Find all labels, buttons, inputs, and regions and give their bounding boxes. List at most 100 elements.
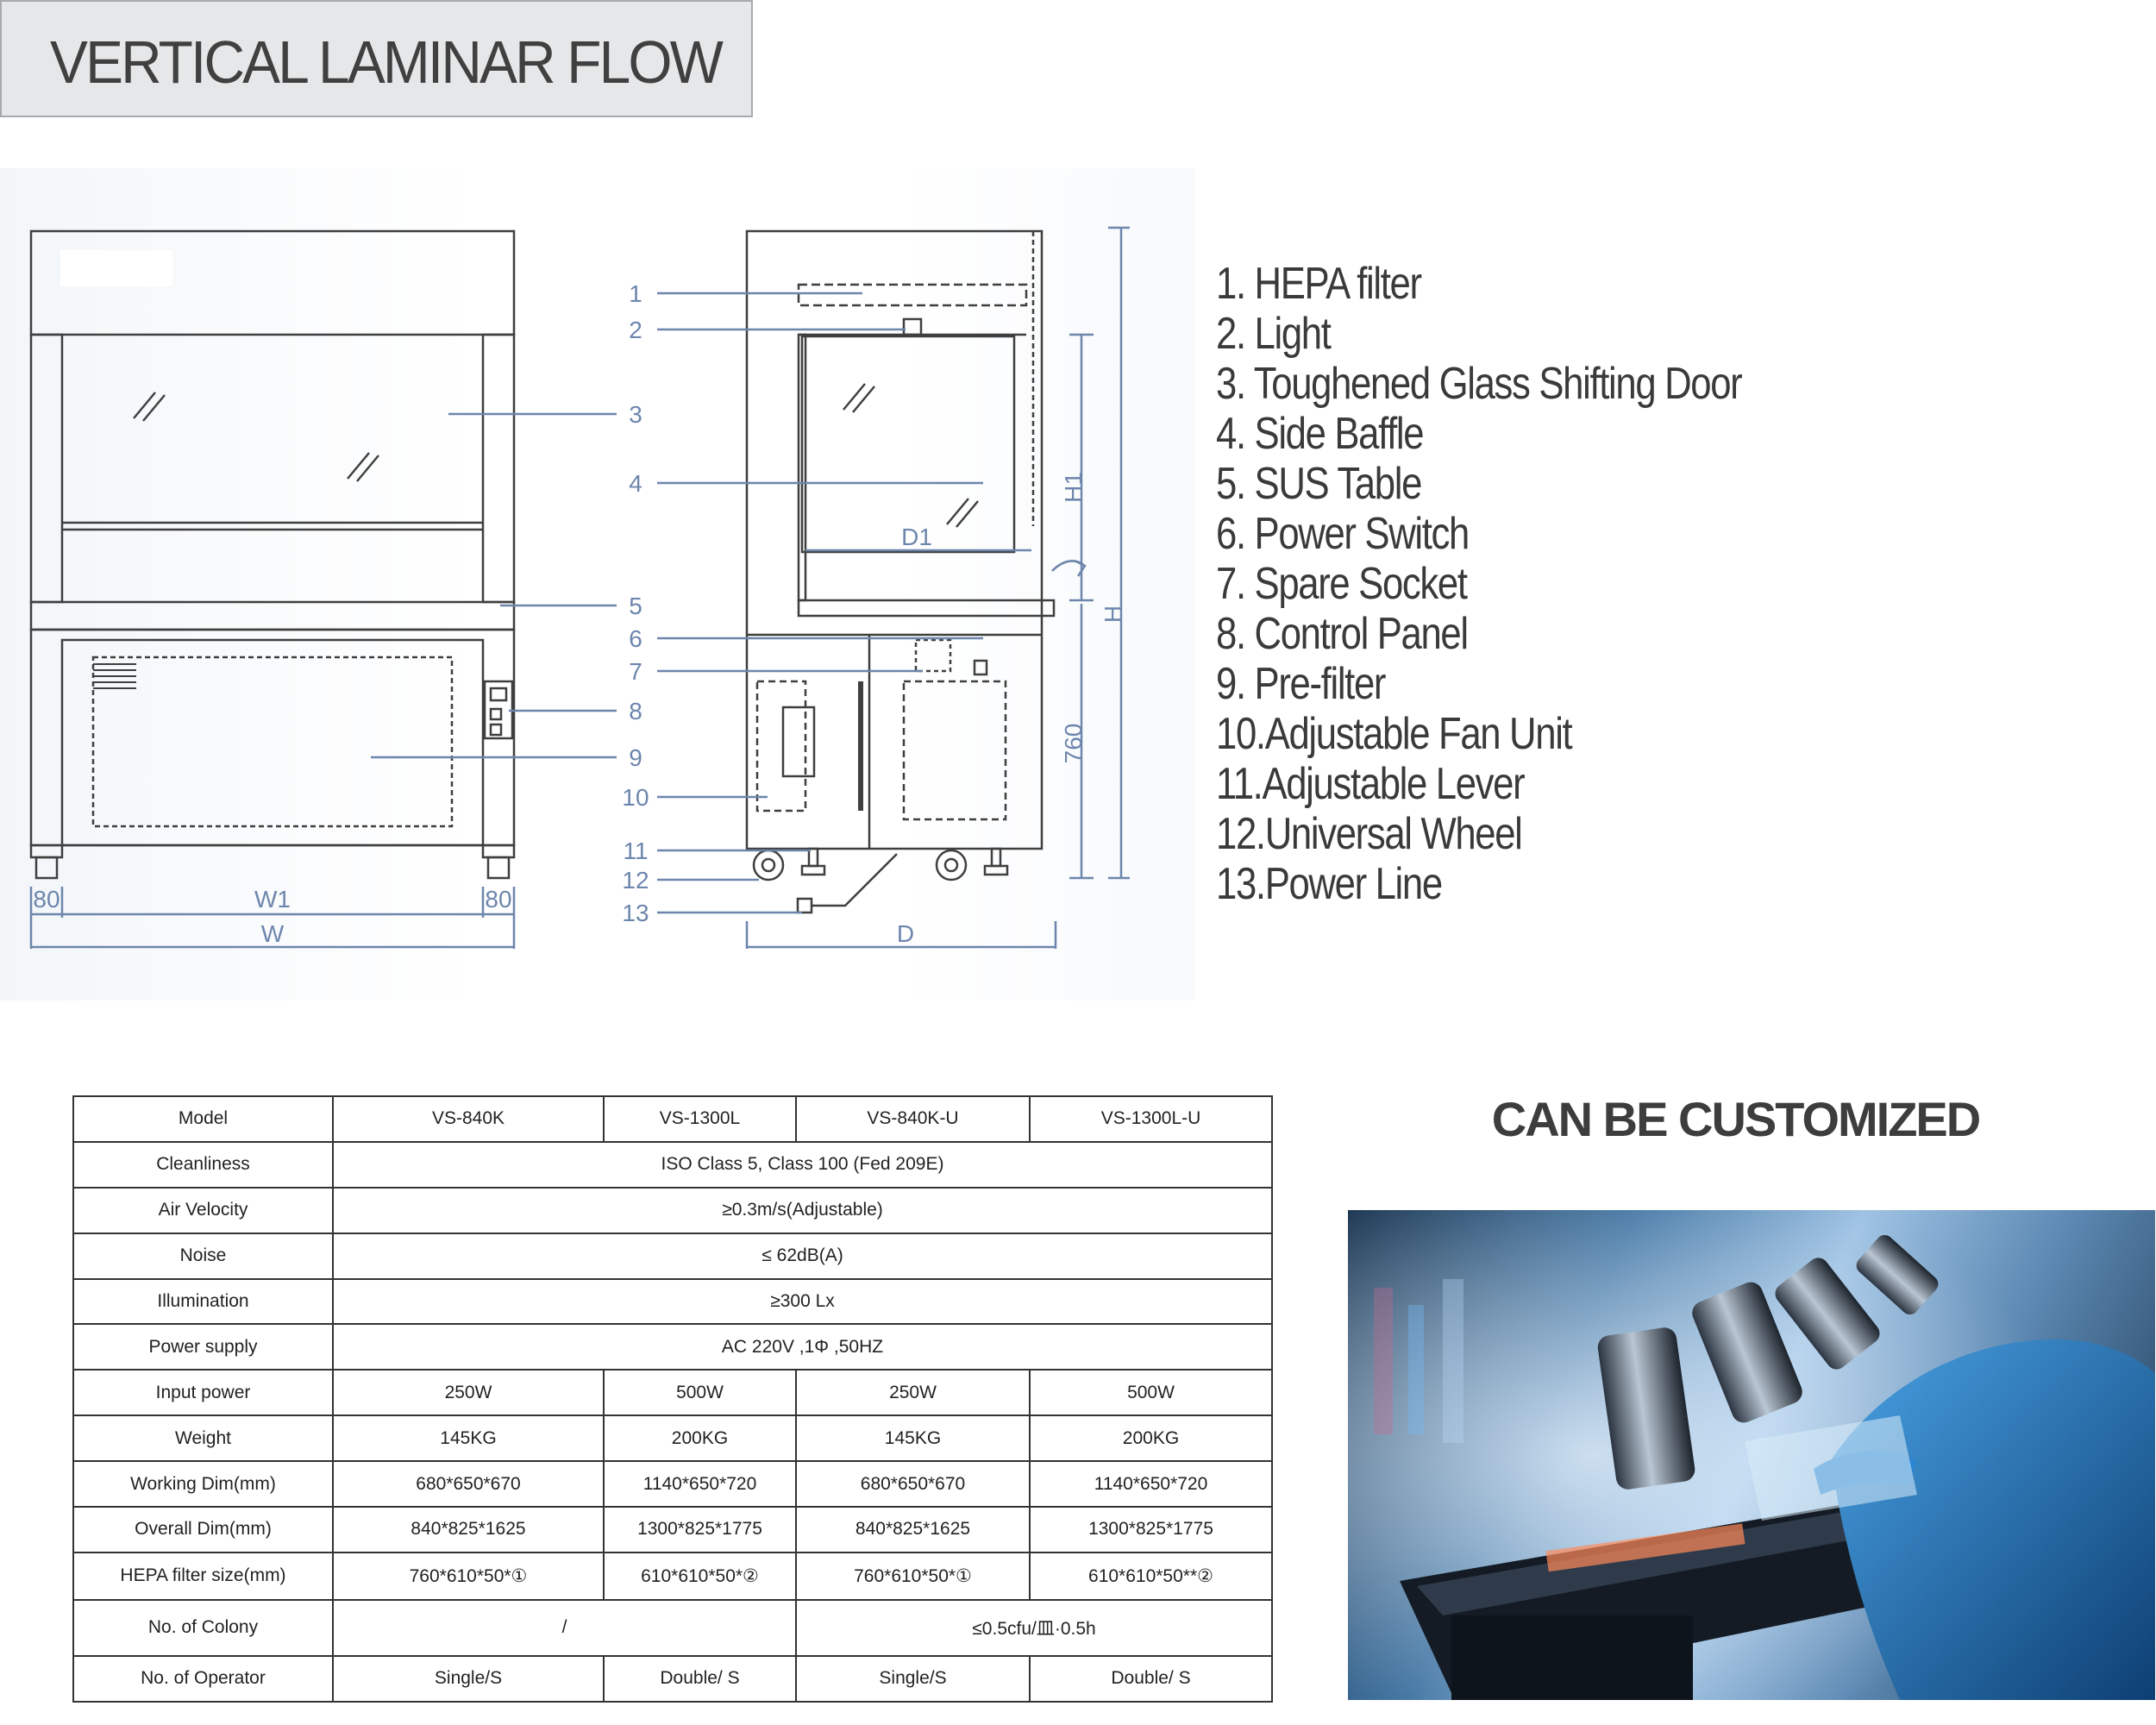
table-cell: 200KG xyxy=(603,1414,797,1463)
table-cell: VS-840K-U xyxy=(795,1095,1031,1143)
table-cell: VS-840K xyxy=(332,1095,605,1143)
legend-item: 7. Spare Socket xyxy=(1216,559,1468,609)
table-cell: Cleanliness xyxy=(72,1140,334,1189)
table-cell: 1300*825*1775 xyxy=(603,1506,797,1553)
callout-3: 3 xyxy=(629,401,642,428)
legend-item: 3. Toughened Glass Shifting Door xyxy=(1216,359,1743,409)
table-cell: ≥300 Lx xyxy=(332,1277,1273,1326)
legend-item: 10.Adjustable Fan Unit xyxy=(1216,709,1573,759)
table-cell: ≤0.5cfu/皿·0.5h xyxy=(795,1598,1273,1657)
table-cell: 1140*650*720 xyxy=(1029,1460,1273,1509)
table-cell: 145KG xyxy=(332,1414,605,1463)
table-cell: Power supply xyxy=(72,1323,334,1371)
table-cell: 760*610*50*① xyxy=(795,1551,1031,1601)
table-row: Cleanliness ISO Class 5, Class 100 (Fed … xyxy=(72,1140,1273,1189)
table-row: HEPA filter size(mm) 760*610*50*① 610*61… xyxy=(72,1551,1273,1601)
legend-item: 8. Control Panel xyxy=(1216,609,1469,659)
legend-item: 2. Light xyxy=(1216,309,1332,359)
side-view xyxy=(745,229,1056,914)
table-cell: ISO Class 5, Class 100 (Fed 209E) xyxy=(332,1140,1273,1189)
front-view xyxy=(29,229,516,880)
table-row: Power supply AC 220V ,1Φ ,50HZ xyxy=(72,1323,1273,1371)
table-cell: Air Velocity xyxy=(72,1186,334,1234)
table-cell: VS-1300L xyxy=(603,1095,797,1143)
table-row: Overall Dim(mm) 840*825*1625 1300*825*17… xyxy=(72,1506,1273,1553)
table-cell: Overall Dim(mm) xyxy=(72,1506,334,1553)
table-row: Illumination ≥300 Lx xyxy=(72,1277,1273,1326)
table-cell: Double/ S xyxy=(603,1654,797,1703)
legend-item: 9. Pre-filter xyxy=(1216,659,1386,709)
table-cell: 840*825*1625 xyxy=(332,1506,605,1553)
table-cell: 610*610*50*② xyxy=(603,1551,797,1601)
callout-7: 7 xyxy=(629,658,642,685)
dimension-lines xyxy=(29,226,1130,949)
table-cell: 610*610*50**② xyxy=(1029,1551,1273,1601)
table-cell: 250W xyxy=(795,1369,1031,1417)
dim-w1: W1 xyxy=(254,886,291,913)
legend-item: 11.Adjustable Lever xyxy=(1216,759,1526,809)
table-cell: 840*825*1625 xyxy=(795,1506,1031,1553)
legend-item: 12.Universal Wheel xyxy=(1216,809,1523,859)
table-cell: Illumination xyxy=(72,1277,334,1326)
callout-6: 6 xyxy=(629,625,642,652)
dim-d1: D1 xyxy=(901,524,932,550)
table-cell: Noise xyxy=(72,1232,334,1280)
callout-13: 13 xyxy=(622,900,649,926)
table-cell: Weight xyxy=(72,1414,334,1463)
table-cell: Double/ S xyxy=(1029,1654,1273,1703)
table-cell: 1140*650*720 xyxy=(603,1460,797,1509)
table-cell: Model xyxy=(72,1095,334,1143)
table-cell: 500W xyxy=(603,1369,797,1417)
table-row: Noise ≤ 62dB(A) xyxy=(72,1232,1273,1280)
dim-h: H xyxy=(1100,605,1126,623)
legend-item: 13.Power Line xyxy=(1216,859,1443,909)
table-cell: No. of Operator xyxy=(72,1654,334,1703)
callout-2: 2 xyxy=(629,317,642,343)
table-cell: ≥0.3m/s(Adjustable) xyxy=(332,1186,1273,1234)
table-row: Air Velocity ≥0.3m/s(Adjustable) xyxy=(72,1186,1273,1234)
table-cell: No. of Colony xyxy=(72,1598,334,1657)
legend-item: 1. HEPA filter xyxy=(1216,259,1422,309)
callout-1: 1 xyxy=(629,280,642,307)
table-cell: ≤ 62dB(A) xyxy=(332,1232,1273,1280)
table-cell: 145KG xyxy=(795,1414,1031,1463)
title-banner: VERTICAL LAMINAR FLOW xyxy=(0,0,753,117)
front-grille xyxy=(93,663,136,689)
table-cell: 760*610*50*① xyxy=(332,1551,605,1601)
legend-item: 5. SUS Table xyxy=(1216,459,1422,509)
callout-numbers: 1 2 3 4 5 6 7 8 9 10 11 12 13 xyxy=(622,280,649,926)
table-cell: Working Dim(mm) xyxy=(72,1460,334,1509)
table-cell: Single/S xyxy=(332,1654,605,1703)
legend-item: 6. Power Switch xyxy=(1216,509,1470,559)
table-cell: AC 220V ,1Φ ,50HZ xyxy=(332,1323,1273,1371)
table-cell: 500W xyxy=(1029,1369,1273,1417)
microscope-photo xyxy=(1348,1210,2155,1700)
drawing-background xyxy=(0,168,1194,1000)
dim-80-left: 80 xyxy=(33,886,60,913)
table-cell: Input power xyxy=(72,1369,334,1417)
table-row: No. of Colony / ≤0.5cfu/皿·0.5h xyxy=(72,1598,1273,1657)
callout-leaders xyxy=(371,292,983,914)
glass-marks xyxy=(133,383,979,528)
table-cell: 680*650*670 xyxy=(795,1460,1031,1509)
specification-table: Model VS-840K VS-1300L VS-840K-U VS-1300… xyxy=(72,1095,1273,1703)
dim-760: 760 xyxy=(1060,724,1087,764)
page-title: VERTICAL LAMINAR FLOW xyxy=(50,28,724,96)
table-cell: VS-1300L-U xyxy=(1029,1095,1273,1143)
table-cell: 250W xyxy=(332,1369,605,1417)
dim-80-right: 80 xyxy=(485,886,511,913)
table-row: Working Dim(mm) 680*650*670 1140*650*720… xyxy=(72,1460,1273,1509)
callout-9: 9 xyxy=(629,744,642,771)
parts-legend: 1. HEPA filter 2. Light 3. Toughened Gla… xyxy=(1216,259,1743,909)
table-cell: 1300*825*1775 xyxy=(1029,1506,1273,1553)
table-cell: HEPA filter size(mm) xyxy=(72,1551,334,1601)
callout-8: 8 xyxy=(629,698,642,724)
customize-heading: CAN BE CUSTOMIZED xyxy=(1491,1092,1981,1146)
table-cell: / xyxy=(332,1598,797,1657)
table-cell: 200KG xyxy=(1029,1414,1273,1463)
dim-w: W xyxy=(261,920,285,947)
table-row: No. of Operator Single/S Double/ S Singl… xyxy=(72,1654,1273,1703)
callout-10: 10 xyxy=(622,784,649,811)
dimension-labels: 80 80 W1 W D D1 H1 H 760 xyxy=(33,472,1126,947)
